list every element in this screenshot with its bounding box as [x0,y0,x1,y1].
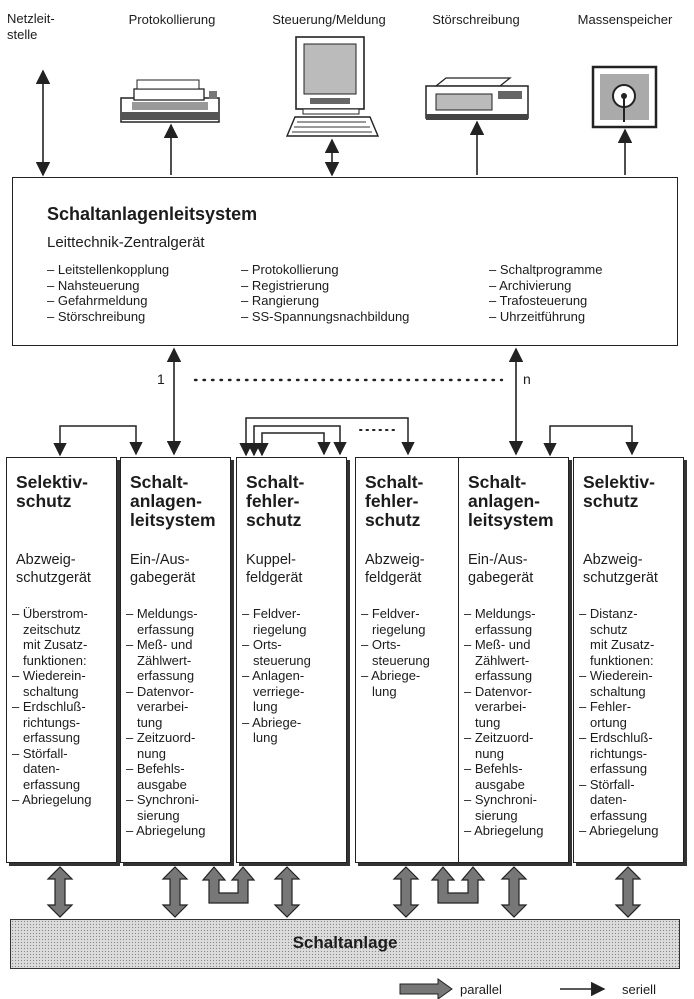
central-functions-col3: Schaltprogramme Archivierung Trafosteuer… [489,262,602,324]
unit-function: Orts- steuerung [361,637,430,668]
printer-icon [120,79,220,123]
unit-function: Wiederein- schaltung [12,668,92,699]
parallel-links [46,866,642,918]
central-function: Protokollierung [241,262,409,278]
disk-storage-icon [591,65,658,129]
unit-title: Schalt- anlagen- leitsystem [468,472,554,530]
bay-unit-4: Schalt- fehler- schutz Abzweig- feldgerä… [355,457,466,863]
unit-functions: Überstrom- zeitschutz mit Zusatz- funkti… [12,606,92,808]
central-function: Gefahrmeldung [47,293,169,309]
unit-title: Schalt- fehler- schutz [246,472,305,530]
unit-function: Störfall- daten- erfassung [12,746,92,793]
unit-function: Erdschluß- richtungs- erfassung [579,730,659,777]
unit-title: Selektiv- schutz [16,472,88,511]
unit-function: Meldungs- erfassung [126,606,206,637]
unit-function: Anlagen- verriege- lung [242,668,311,715]
unit-subtitle: Abzweig- schutzgerät [16,552,91,586]
unit-function: Orts- steuerung [242,637,311,668]
unit-function: Abriegelung [126,823,205,839]
unit-function: Meldungs- erfassung [464,606,544,637]
label-protokollierung: Protokollierung [128,12,216,27]
central-function: Registrierung [241,278,409,294]
unit-function: Abriege- lung [361,668,430,699]
unit-function: Meß- und Zählwert- erfassung [126,637,206,684]
central-function: Nahsteuerung [47,278,169,294]
bus-label-n: n [523,371,531,387]
recorder-icon [425,77,529,120]
unit-function: Abriegelung [464,823,543,839]
unit-function: Meß- und Zählwert- erfassung [464,637,544,684]
unit-function: Datenvor- verarbei- tung [464,684,544,731]
unit-subtitle: Kuppel- feldgerät [246,552,303,586]
unit-function: Störfall- daten- erfassung [579,777,659,824]
legend-parallel-symbol [399,978,453,999]
central-functions-col1: Leitstellenkopplung Nahsteuerung Gefahrm… [47,262,169,324]
unit-subtitle: Abzweig- schutzgerät [583,552,658,586]
unit-title: Schalt- fehler- schutz [365,472,424,530]
unit-function: Befehls- ausgabe [126,761,206,792]
unit-functions: Feldver- riegelung Orts- steuerung Abrie… [361,606,430,699]
unit-function: Zeitzuord- nung [464,730,544,761]
label-massenspeicher: Massenspeicher [577,12,673,27]
central-functions-col2: Protokollierung Registrierung Rangierung… [241,262,410,325]
unit-function: Feldver- riegelung [361,606,430,637]
unit-function: Abriege- lung [242,715,311,746]
unit-function: Distanz- schutz mit Zusatz- funktionen: [579,606,659,668]
switchgear-bar: Schaltanlage [10,919,680,969]
label-stoerschreibung: Störschreibung [432,12,520,27]
link-unit5-unit6 [543,425,639,457]
central-function: Leitstellenkopplung [47,262,169,278]
unit-function: Abriegelung [12,792,91,808]
unit-function: Abriegelung [579,823,658,839]
central-function: SS-Spannungsnachbildung [241,309,410,325]
unit-subtitle: Ein-/Aus- gabegerät [130,552,196,586]
unit-function: Synchroni- sierung [464,792,544,823]
bay-unit-1: Selektiv- schutz Abzweig- schutzgerät Üb… [6,457,117,863]
link-unit1-unit2 [53,425,143,457]
unit-functions: Feldver- riegelung Orts- steuerung Anlag… [242,606,311,746]
bay-unit-5: Schalt- anlagen- leitsystem Ein-/Aus- ga… [458,457,569,863]
unit-subtitle: Ein-/Aus- gabegerät [468,552,534,586]
bus-label-1: 1 [157,371,165,387]
switchgear-label: Schaltanlage [292,933,398,952]
legend-parallel-label: parallel [460,982,502,997]
unit-subtitle: Abzweig- feldgerät [365,552,425,586]
unit-functions: Meldungs- erfassung Meß- und Zählwert- e… [464,606,544,839]
unit-function: Wiederein- schaltung [579,668,659,699]
unit-function: Überstrom- zeitschutz mit Zusatz- funkti… [12,606,92,668]
central-function: Trafosteuerung [489,293,602,309]
coupling-links [239,417,415,457]
central-function: Archivierung [489,278,602,294]
unit-function: Befehls- ausgabe [464,761,544,792]
unit-functions: Meldungs- erfassung Meß- und Zählwert- e… [126,606,206,839]
legend-serial-label: seriell [622,982,656,997]
unit-function: Feldver- riegelung [242,606,311,637]
central-function: Uhrzeitführung [489,309,602,325]
unit-function: Fehler- ortung [579,699,659,730]
unit-function: Synchroni- sierung [126,792,206,823]
bay-unit-2: Schalt- anlagen- leitsystem Ein-/Aus- ga… [120,457,231,863]
unit-title: Selektiv- schutz [583,472,655,511]
central-subtitle: Leittechnik-Zentralgerät [47,234,205,251]
central-unit: Schaltanlagenleitsystem Leittechnik-Zent… [12,177,678,346]
unit-title: Schalt- anlagen- leitsystem [130,472,216,530]
label-steuerung: Steuerung/Meldung [272,12,386,27]
central-function: Störschreibung [47,309,169,325]
terminal-icon [285,36,380,137]
bay-unit-3: Schalt- fehler- schutz Kuppel- feldgerät… [236,457,347,863]
unit-function: Erdschluß- richtungs- erfassung [12,699,92,746]
label-netzleitstelle: Netzleit- stelle [7,11,55,42]
unit-function: Zeitzuord- nung [126,730,206,761]
central-function: Rangierung [241,293,409,309]
unit-function: Datenvor- verarbei- tung [126,684,206,731]
bay-unit-6: Selektiv- schutz Abzweig- schutzgerät Di… [573,457,684,863]
unit-functions: Distanz- schutz mit Zusatz- funktionen: … [579,606,659,839]
central-title: Schaltanlagenleitsystem [47,204,258,224]
central-function: Schaltprogramme [489,262,603,278]
